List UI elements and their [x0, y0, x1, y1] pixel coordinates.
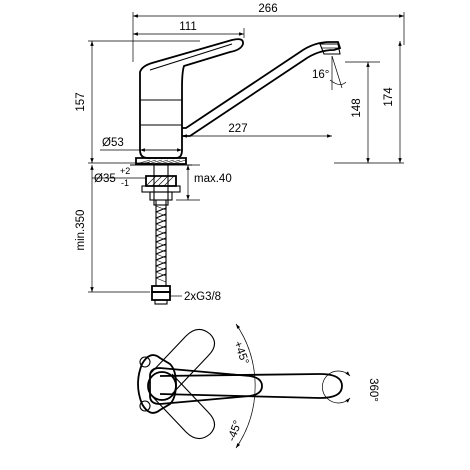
- dim-plus45: +45°: [231, 340, 251, 367]
- dim-266: 266: [258, 3, 277, 15]
- rotation-arc-360: [322, 370, 351, 404]
- dim-157: 157: [75, 92, 87, 111]
- handle-top: [149, 367, 263, 405]
- clamp-nut: [145, 175, 177, 187]
- dim-174: 174: [383, 87, 395, 107]
- handle-ghost-plus45: [149, 328, 216, 395]
- dim-min350: min.350: [75, 210, 87, 251]
- dim-d53: Ø53: [102, 137, 124, 149]
- dim-360: 360°: [367, 378, 379, 402]
- mounting-stud: [153, 164, 169, 206]
- handle-ghost-minus45: [149, 373, 216, 440]
- top-view: +45° -45° 360°: [137, 323, 379, 449]
- dim-d35-tol-upper: +2: [120, 166, 130, 176]
- handle-lever: [139, 38, 244, 89]
- spout: [182, 41, 342, 137]
- dim-111: 111: [179, 21, 196, 33]
- angle-arc-45: [235, 323, 256, 449]
- aerator: [319, 43, 341, 55]
- base-plate: [135, 157, 187, 165]
- dim-d35-tol-lower: -1: [121, 178, 129, 188]
- body-circle: [147, 371, 177, 401]
- dim-d35: Ø35: [94, 173, 116, 185]
- supply-hoses: [155, 200, 167, 286]
- angle-arc-16: [329, 79, 347, 85]
- dim-148: 148: [351, 98, 363, 117]
- dim-227: 227: [228, 123, 247, 135]
- dim-g38: 2xG3/8: [184, 291, 221, 303]
- dim-16deg: 16°: [312, 69, 329, 81]
- faucet-body: [139, 88, 183, 159]
- side-view: 266 111 157 148 174 16° 227: [75, 3, 405, 305]
- dim-max40: max.40: [194, 173, 232, 185]
